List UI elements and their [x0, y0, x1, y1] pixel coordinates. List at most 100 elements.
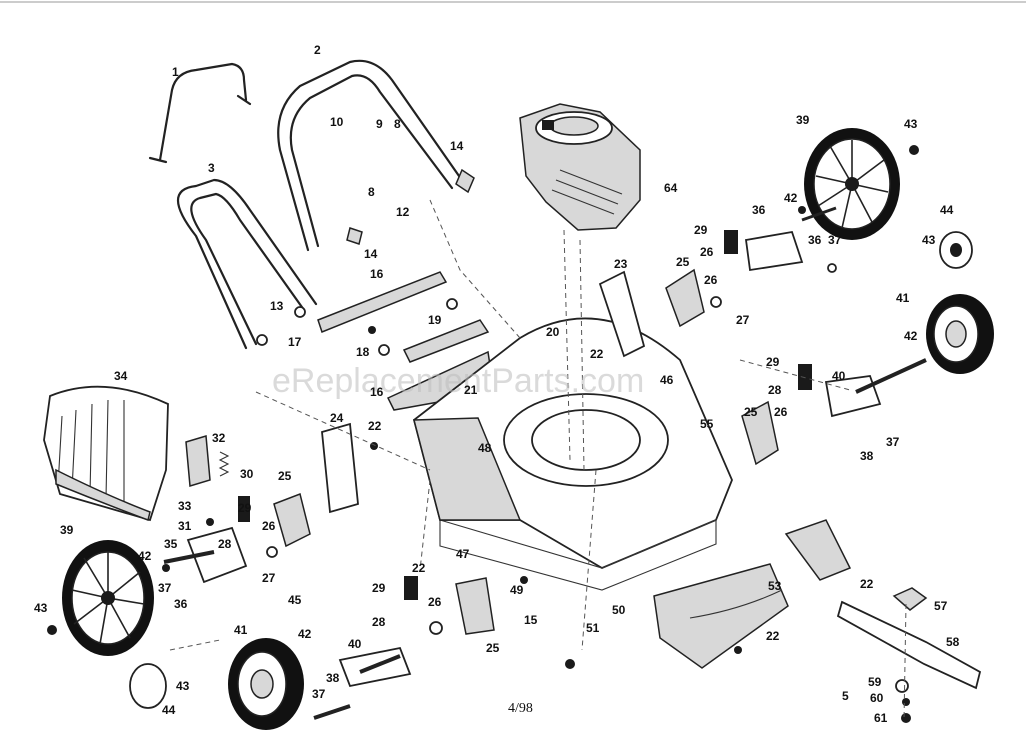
- callout-label-26: 26: [428, 595, 442, 609]
- callout-label-40: 40: [832, 369, 846, 383]
- callout-label-20: 20: [546, 325, 560, 339]
- rear-wheel-right-part: [804, 128, 900, 240]
- engine-part: [519, 103, 641, 231]
- callout-label-42: 42: [298, 627, 312, 641]
- callout-label-32: 32: [212, 431, 226, 445]
- front-wheel-left-part: [228, 638, 304, 730]
- callout-label-8: 8: [368, 185, 375, 199]
- hubcap-part: [129, 231, 973, 709]
- callout-label-34: 34: [114, 369, 128, 383]
- callout-label-25: 25: [486, 641, 500, 655]
- callout-label-38: 38: [326, 671, 340, 685]
- callout-label-42: 42: [904, 329, 918, 343]
- upper-handle-part: [148, 62, 252, 164]
- callout-label-27: 27: [262, 571, 276, 585]
- callout-label-15: 15: [524, 613, 538, 627]
- callout-label-55: 55: [700, 417, 714, 431]
- callout-label-30: 30: [240, 467, 254, 481]
- callout-label-2: 2: [314, 43, 321, 57]
- callout-label-35: 35: [164, 537, 178, 551]
- callout-label-22: 22: [368, 419, 382, 433]
- callout-label-16: 16: [370, 385, 384, 399]
- callout-label-22: 22: [412, 561, 426, 575]
- callout-label-14: 14: [364, 247, 378, 261]
- callout-label-29: 29: [372, 581, 386, 595]
- main-handle-part: [277, 59, 475, 252]
- callout-label-37: 37: [158, 581, 172, 595]
- callout-label-50: 50: [612, 603, 626, 617]
- axles-and-bolts: [163, 206, 927, 720]
- callout-label-18: 18: [356, 345, 370, 359]
- callout-label-14: 14: [450, 139, 464, 153]
- callout-label-57: 57: [934, 599, 948, 613]
- mower-deck-part: [412, 317, 733, 591]
- callout-label-58: 58: [946, 635, 960, 649]
- callout-label-5: 5: [842, 689, 849, 703]
- callout-label-31: 31: [178, 519, 192, 533]
- callout-label-59: 59: [868, 675, 882, 689]
- callout-label-44: 44: [162, 703, 176, 717]
- callout-label-44: 44: [940, 203, 954, 217]
- callout-label-47: 47: [456, 547, 470, 561]
- lower-handle-part: [177, 178, 318, 350]
- hardware-fasteners: [47, 145, 919, 723]
- rear-wheel-left-part: [62, 540, 154, 656]
- callout-label-1: 1: [172, 65, 179, 79]
- callout-label-25: 25: [278, 469, 292, 483]
- callout-label-43: 43: [176, 679, 190, 693]
- callout-label-51: 51: [586, 621, 600, 635]
- callout-label-61: 61: [874, 711, 888, 725]
- callout-label-43: 43: [922, 233, 936, 247]
- callout-label-25: 25: [676, 255, 690, 269]
- callout-label-26: 26: [704, 273, 718, 287]
- callout-label-17: 17: [288, 335, 302, 349]
- callout-label-10: 10: [330, 115, 344, 129]
- callout-label-36: 36: [174, 597, 188, 611]
- blade-part: [836, 587, 982, 690]
- callout-label-39: 39: [60, 523, 74, 537]
- callout-label-22: 22: [590, 347, 604, 361]
- callout-label-64: 64: [664, 181, 678, 195]
- callout-label-16: 16: [370, 267, 384, 281]
- callout-label-9: 9: [376, 117, 383, 131]
- callout-label-45: 45: [288, 593, 302, 607]
- callout-label-19: 19: [428, 313, 442, 327]
- callout-label-36: 36: [808, 233, 822, 247]
- callout-label-39: 39: [796, 113, 810, 127]
- callout-label-22: 22: [860, 577, 874, 591]
- callout-label-49: 49: [510, 583, 524, 597]
- callout-label-38: 38: [860, 449, 874, 463]
- callout-label-37: 37: [828, 233, 842, 247]
- callout-label-48: 48: [478, 441, 492, 455]
- callout-label-53: 53: [768, 579, 782, 593]
- callout-label-8: 8: [394, 117, 401, 131]
- callout-label-24: 24: [330, 411, 344, 425]
- callout-label-3: 3: [208, 161, 215, 175]
- callout-label-40: 40: [348, 637, 362, 651]
- callout-label-42: 42: [784, 191, 798, 205]
- callout-label-13: 13: [270, 299, 284, 313]
- callout-label-26: 26: [262, 519, 276, 533]
- callout-label-22: 22: [766, 629, 780, 643]
- callout-label-42: 42: [138, 549, 152, 563]
- callout-label-36: 36: [752, 203, 766, 217]
- watermark-text: eReplacementParts.com: [272, 362, 644, 400]
- callout-label-33: 33: [178, 499, 192, 513]
- deck-baffle-part: [653, 519, 852, 669]
- callout-label-21: 21: [464, 383, 478, 397]
- callout-label-29: 29: [238, 501, 252, 515]
- callout-label-27: 27: [736, 313, 750, 327]
- callout-label-28: 28: [768, 383, 782, 397]
- callout-label-29: 29: [694, 223, 708, 237]
- callout-label-46: 46: [660, 373, 674, 387]
- footer-code: 4/98: [508, 701, 533, 716]
- callout-label-43: 43: [904, 117, 918, 131]
- callout-label-26: 26: [700, 245, 714, 259]
- callout-label-60: 60: [870, 691, 884, 705]
- callout-label-28: 28: [372, 615, 386, 629]
- front-wheel-right-part: [926, 294, 994, 374]
- callout-label-43: 43: [34, 601, 48, 615]
- callout-label-28: 28: [218, 537, 232, 551]
- callout-label-12: 12: [396, 205, 410, 219]
